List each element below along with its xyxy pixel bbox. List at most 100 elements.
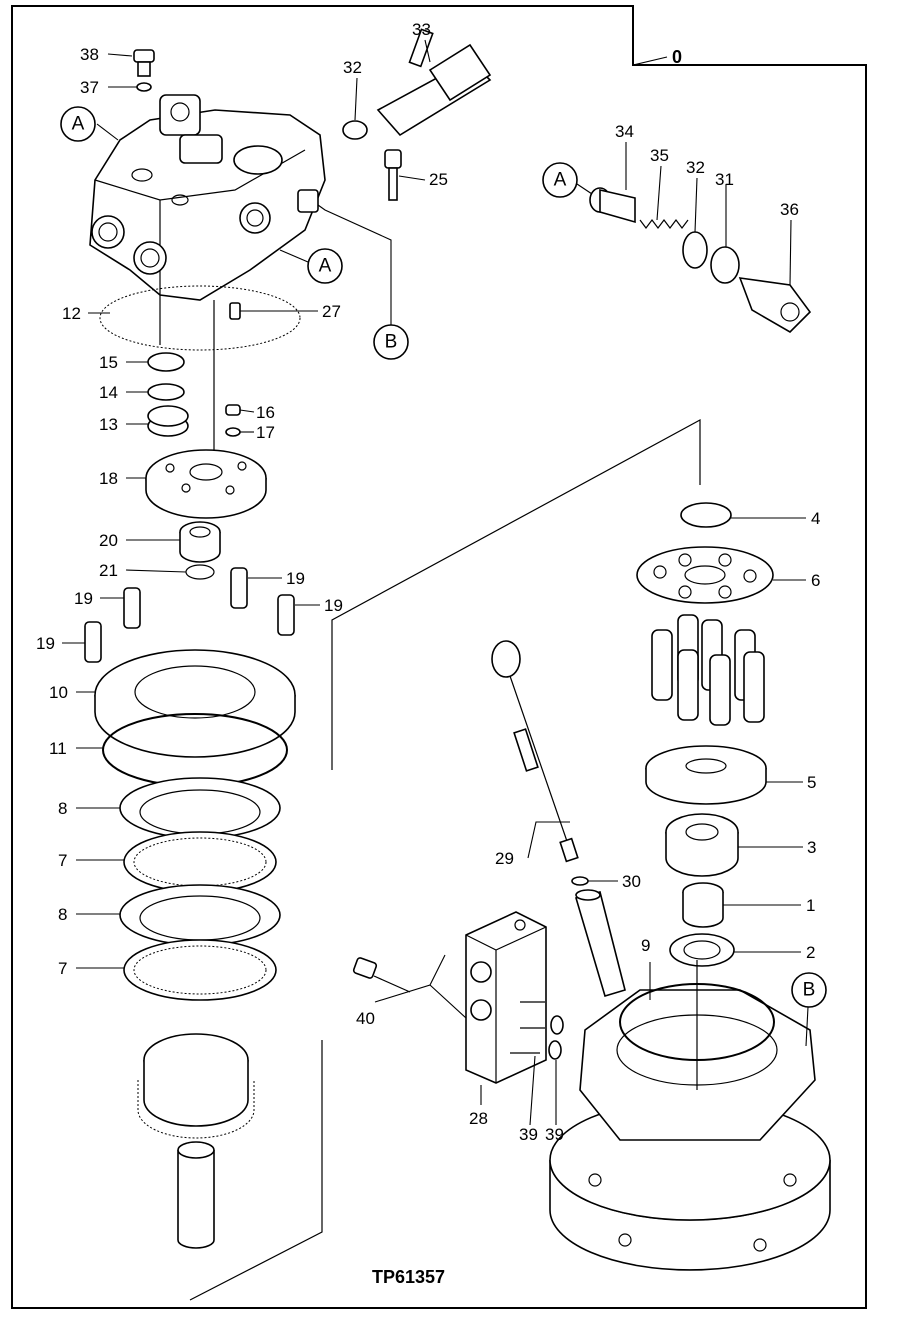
seal-2 xyxy=(669,933,735,967)
ring-32-right xyxy=(682,231,708,269)
figure-id: TP61357 xyxy=(372,1267,445,1287)
callout-b-1: B xyxy=(373,324,409,360)
snap-ring-21 xyxy=(185,564,215,580)
retainer-4 xyxy=(680,502,732,528)
svg-text:A: A xyxy=(554,170,567,191)
callout-b-2: B xyxy=(791,972,827,1008)
part-label-19-a: 19 xyxy=(286,569,305,588)
part-label-34: 34 xyxy=(615,122,634,141)
part-label-20: 20 xyxy=(99,531,118,550)
part-label-17: 17 xyxy=(256,423,275,442)
bolt-25 xyxy=(384,149,402,201)
part-label-6: 6 xyxy=(811,571,820,590)
valve-plate-18 xyxy=(145,449,267,519)
part-label-39-b: 39 xyxy=(545,1125,564,1144)
part-label-25: 25 xyxy=(429,170,448,189)
part-label-8-lower: 8 xyxy=(58,905,67,924)
part-label-5: 5 xyxy=(807,773,816,792)
bracket-line xyxy=(331,418,701,770)
guide-tube xyxy=(574,889,626,997)
leader-lines xyxy=(62,39,809,1126)
part-label-13: 13 xyxy=(99,415,118,434)
bushing-13 xyxy=(147,405,189,437)
svg-text:B: B xyxy=(803,980,816,1001)
shoe-plate-6 xyxy=(636,546,774,604)
cylinder-block-shaft xyxy=(137,1033,255,1249)
part-label-15: 15 xyxy=(99,353,118,372)
plate-8-lower xyxy=(119,884,281,946)
motor-housing xyxy=(549,989,831,1271)
part-label-27: 27 xyxy=(322,302,341,321)
part-label-31: 31 xyxy=(715,170,734,189)
plate-8-upper xyxy=(119,777,281,839)
part-label-32-right: 32 xyxy=(686,158,705,177)
callout-a-1: A xyxy=(60,106,96,142)
bracket-line-lower xyxy=(189,1040,323,1301)
oring-14 xyxy=(147,383,185,401)
part-label-16: 16 xyxy=(256,403,275,422)
group-leader xyxy=(632,56,668,66)
oring-17 xyxy=(225,427,241,437)
callout-a-2: A xyxy=(307,248,343,284)
group-number: 0 xyxy=(672,47,682,67)
part-label-12: 12 xyxy=(62,304,81,323)
part-label-39-a: 39 xyxy=(519,1125,538,1144)
valve-housing xyxy=(89,94,326,510)
part-label-14: 14 xyxy=(99,383,118,402)
diagram-border xyxy=(11,5,867,1309)
part-label-21: 21 xyxy=(99,561,118,580)
svg-text:A: A xyxy=(72,114,85,135)
part-label-3: 3 xyxy=(807,838,816,857)
fittings-39 xyxy=(510,1001,564,1060)
plug-16 xyxy=(225,404,241,416)
oring-31 xyxy=(710,246,740,284)
plug-38 xyxy=(133,49,155,77)
part-label-4: 4 xyxy=(811,509,820,528)
oring-37 xyxy=(136,82,152,92)
seal-30 xyxy=(571,876,589,886)
bolt-40 xyxy=(352,957,411,993)
spring-35 xyxy=(639,219,689,229)
part-label-19-b: 19 xyxy=(74,589,93,608)
bushing-1 xyxy=(682,882,724,928)
part-label-28: 28 xyxy=(469,1109,488,1128)
part-label-35: 35 xyxy=(650,146,669,165)
part-label-7-lower: 7 xyxy=(58,959,67,978)
pistons xyxy=(651,614,765,726)
relief-valve-33 xyxy=(376,28,492,137)
part-label-8-upper: 8 xyxy=(58,799,67,818)
part-label-38: 38 xyxy=(80,45,99,64)
shim-15 xyxy=(147,352,185,372)
part-label-18: 18 xyxy=(99,469,118,488)
part-label-11: 11 xyxy=(49,739,67,758)
part-label-37: 37 xyxy=(80,78,99,97)
part-label-29: 29 xyxy=(495,849,514,868)
part-label-33: 33 xyxy=(412,20,431,39)
part-label-2: 2 xyxy=(806,943,815,962)
bearing-20 xyxy=(179,521,221,563)
callout-a-3: A xyxy=(542,162,578,198)
part-label-1: 1 xyxy=(806,896,815,915)
check-valve-34 xyxy=(589,187,636,224)
brake-piston-10 xyxy=(94,649,296,758)
manifold-block-28 xyxy=(465,911,547,1084)
part-label-9: 9 xyxy=(641,936,650,955)
part-label-19-c: 19 xyxy=(324,596,343,615)
bearing-3 xyxy=(665,813,739,877)
part-label-19-d: 19 xyxy=(36,634,55,653)
disk-7-upper xyxy=(123,831,277,893)
swash-plate-5 xyxy=(645,745,767,805)
part-label-30: 30 xyxy=(622,872,641,891)
part-label-40: 40 xyxy=(356,1009,375,1028)
part-label-7-upper: 7 xyxy=(58,851,67,870)
disk-7-lower xyxy=(123,939,277,1001)
plug-36 xyxy=(738,277,812,334)
dipstick-29 xyxy=(491,640,579,863)
part-label-36: 36 xyxy=(780,200,799,219)
ring-32-left xyxy=(342,120,368,140)
part-label-10: 10 xyxy=(49,683,68,702)
svg-text:B: B xyxy=(385,332,398,353)
svg-text:A: A xyxy=(319,256,332,277)
part-label-32-left: 32 xyxy=(343,58,362,77)
